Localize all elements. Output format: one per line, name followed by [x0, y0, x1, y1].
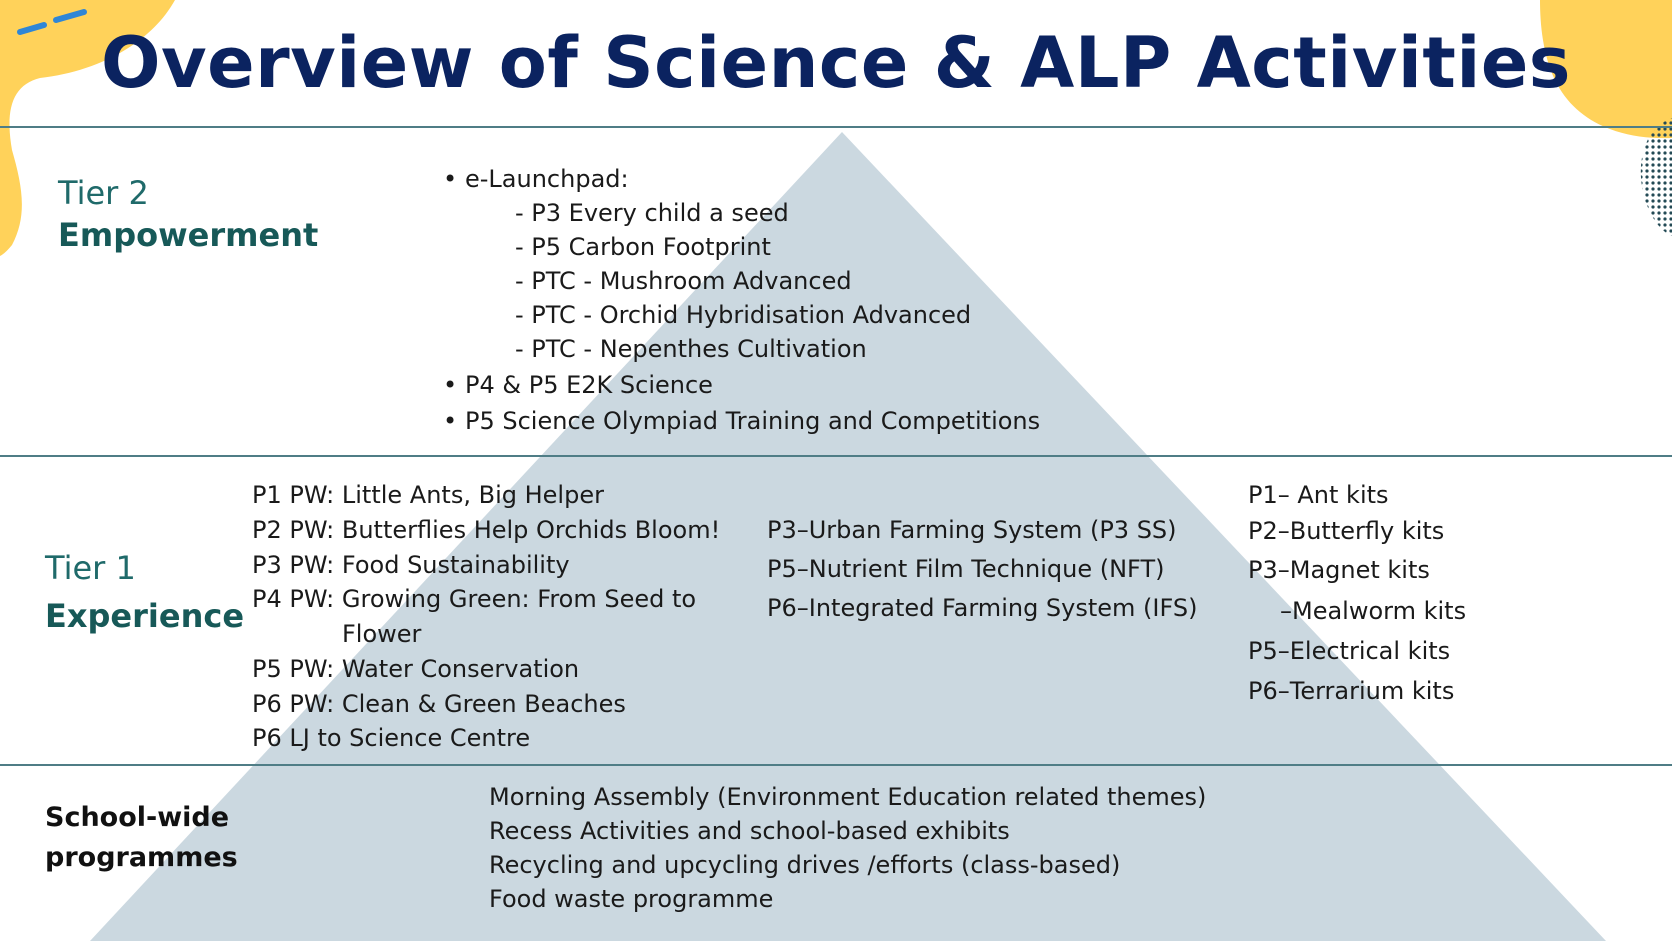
divider-top [0, 126, 1672, 128]
schoolwide-item: Food waste programme [489, 885, 774, 913]
tier2-bullet-olympiad: P5 Science Olympiad Training and Competi… [443, 407, 1040, 435]
pw-item: P3 PW: Food Sustainability [252, 551, 570, 579]
kit-item: P1– Ant kits [1248, 481, 1389, 509]
schoolwide-item: Morning Assembly (Environment Education … [489, 783, 1207, 811]
farming-item: P3–Urban Farming System (P3 SS) [767, 516, 1177, 544]
divider-bottom [0, 764, 1672, 766]
kit-item: P3–Magnet kits [1248, 556, 1430, 584]
schoolwide-label-line2: programmes [45, 842, 238, 873]
divider-middle [0, 455, 1672, 457]
yellow-blob-top-right [1540, 0, 1672, 139]
kit-item: –Mealworm kits [1280, 597, 1467, 625]
blue-dash-1 [17, 22, 47, 35]
launchpad-item: - PTC - Orchid Hybridisation Advanced [515, 301, 972, 329]
pw-item: P1 PW: Little Ants, Big Helper [252, 481, 604, 509]
tier2-bullet-launchpad: e-Launchpad: [443, 165, 629, 193]
kit-item: P2–Butterfly kits [1248, 517, 1445, 545]
tier2-name: Empowerment [58, 216, 319, 254]
launchpad-item: - P3 Every child a seed [515, 199, 789, 227]
pw-item: P6 PW: Clean & Green Beaches [252, 690, 626, 718]
farming-item: P5–Nutrient Film Technique (NFT) [767, 555, 1165, 583]
launchpad-item: - P5 Carbon Footprint [515, 233, 771, 261]
blue-dash-2 [53, 9, 87, 23]
pw-item: P6 LJ to Science Centre [252, 724, 531, 752]
tier2-number: Tier 2 [58, 174, 149, 212]
tier1-number: Tier 1 [45, 549, 136, 587]
kit-item: P6–Terrarium kits [1248, 677, 1455, 705]
pw-item-continued: Flower [342, 620, 422, 648]
launchpad-item: - PTC - Nepenthes Cultivation [515, 335, 867, 363]
farming-item: P6–Integrated Farming System (IFS) [767, 594, 1198, 622]
pw-item: P4 PW: Growing Green: From Seed to [252, 585, 697, 613]
yellow-blob-top-left [0, 0, 175, 256]
schoolwide-item: Recycling and upcycling drives /efforts … [489, 851, 1121, 879]
page-title: Overview of Science & ALP Activities [101, 22, 1571, 104]
schoolwide-label: School-wide programmes [45, 798, 238, 878]
tier2-bullet-e2k: P4 & P5 E2K Science [443, 371, 713, 399]
schoolwide-item: Recess Activities and school-based exhib… [489, 817, 1010, 845]
schoolwide-label-line1: School-wide [45, 802, 230, 833]
tier1-name: Experience [45, 597, 245, 635]
launchpad-item: - PTC - Mushroom Advanced [515, 267, 852, 295]
kit-item: P5–Electrical kits [1248, 637, 1451, 665]
dotted-halftone-shape [1640, 118, 1672, 236]
pyramid-shape [90, 132, 1606, 941]
pw-item: P2 PW: Butterflies Help Orchids Bloom! [252, 516, 721, 544]
pw-item: P5 PW: Water Conservation [252, 655, 580, 683]
